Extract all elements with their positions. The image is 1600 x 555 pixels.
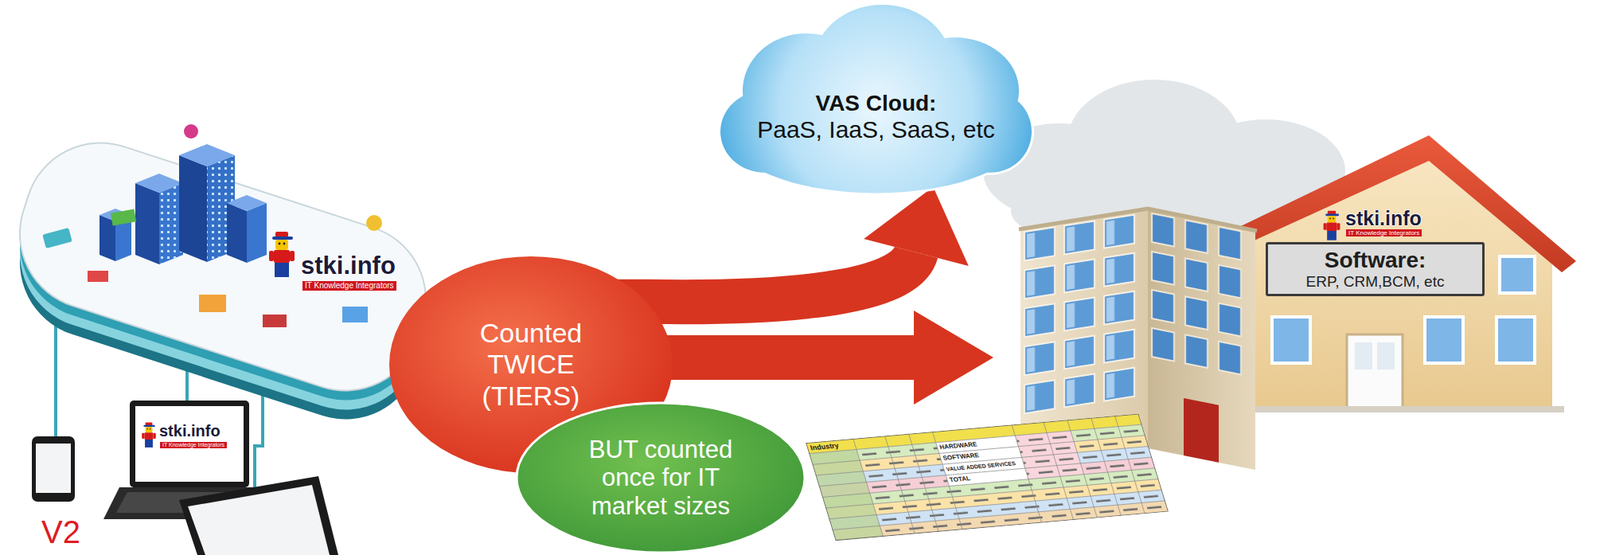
- house-base: [1205, 405, 1565, 413]
- house-window: [1499, 256, 1535, 293]
- cloud-platform: [0, 123, 445, 439]
- logo-figure: [141, 422, 157, 448]
- building-door: [1183, 398, 1219, 463]
- tower-face: [179, 155, 207, 262]
- cloud-bubble: VAS Cloud:PaaS, IaaS, SaaS, etc: [717, 4, 1035, 210]
- tower-face: [226, 202, 247, 263]
- tablet-body: [179, 476, 339, 555]
- node-text-group: VAS Cloud:PaaS, IaaS, SaaS, etc: [757, 90, 996, 145]
- logo-text: stki.info: [1345, 206, 1422, 231]
- logo-tagline: IT Knowledge Integrators: [1346, 229, 1422, 237]
- logo-tagline: IT Knowledge Integrators: [302, 280, 397, 291]
- logo-text: stki.info: [159, 421, 221, 441]
- node-title: VAS Cloud:: [757, 90, 996, 117]
- devices: [31, 400, 339, 555]
- node-title: Software:: [1306, 247, 1445, 274]
- logo-figure: [1323, 210, 1341, 241]
- building-windows: [1147, 209, 1249, 383]
- node-title: Counted TWICE (TIERS): [451, 317, 611, 411]
- logo-figures: [141, 231, 295, 448]
- platform-top: [0, 123, 445, 410]
- house-door: [1346, 334, 1403, 409]
- version-label: V2: [41, 515, 81, 548]
- tablet-screen: [187, 484, 330, 555]
- house-window: [1272, 316, 1311, 363]
- tower-roof: [179, 144, 235, 167]
- tower-roof: [135, 173, 184, 193]
- laptop-bezel: [129, 400, 250, 488]
- node-text-group: BUT counted once for IT market sizes: [588, 435, 734, 521]
- book-icon: [262, 314, 287, 328]
- city-buildings: [99, 144, 267, 265]
- house-window: [1424, 316, 1464, 363]
- screen-icon: [342, 306, 368, 323]
- arrow-head: [863, 187, 969, 266]
- node-text: PaaS, IaaS, SaaS, etc: [757, 116, 996, 145]
- market-size-circle: BUT counted once for IT market sizes: [515, 401, 807, 555]
- money-icon: [110, 209, 137, 227]
- node-text-group: Software:ERP, CRM,BCM, etc: [1306, 247, 1445, 291]
- phone-screen: [35, 443, 71, 493]
- table-row-label: TOTAL: [948, 473, 972, 485]
- flow-arrow: [616, 187, 969, 302]
- logo-text: stki.info: [300, 251, 396, 281]
- door-pane: [1354, 342, 1373, 370]
- tower-roof: [226, 195, 267, 211]
- table-grid: [805, 413, 1169, 541]
- car-icon: [87, 270, 109, 282]
- node-text: ERP, CRM,BCM, etc: [1306, 273, 1445, 291]
- table-block: [936, 435, 1029, 486]
- house-icon: [199, 294, 227, 313]
- table-ground: [805, 413, 1169, 541]
- budget-table: IndustryHARDWARESOFTWAREVALUE ADDED SERV…: [805, 413, 1169, 541]
- logo-figure: [269, 231, 295, 278]
- building-face: [1147, 209, 1256, 470]
- tower-face: [246, 202, 267, 263]
- house-window: [1496, 316, 1535, 363]
- building-cornice: [1018, 208, 1257, 231]
- tower-face: [135, 183, 160, 265]
- straight-arrow: [636, 310, 994, 405]
- house-wall: [1219, 156, 1553, 409]
- floating-icons: [42, 124, 383, 328]
- building-windows: [1020, 210, 1140, 421]
- table-border: [806, 413, 1169, 541]
- laptop-screen: [135, 405, 244, 482]
- market-size-circle-outline: [516, 402, 805, 553]
- node-title: BUT counted once for IT market sizes: [588, 435, 734, 521]
- phone-body: [31, 436, 75, 502]
- arrow-body: [616, 252, 917, 302]
- node-text-group: Counted TWICE (TIERS): [451, 317, 611, 411]
- heart-icon: [183, 124, 199, 139]
- logo-tagline: IT Knowledge Integrators: [160, 441, 227, 449]
- coin-icon: [366, 214, 383, 231]
- door-pane: [1377, 342, 1395, 370]
- card-icon: [42, 227, 73, 249]
- software-sign: Software:ERP, CRM,BCM, etc: [1265, 241, 1485, 297]
- budget-table-grid: [805, 413, 1169, 541]
